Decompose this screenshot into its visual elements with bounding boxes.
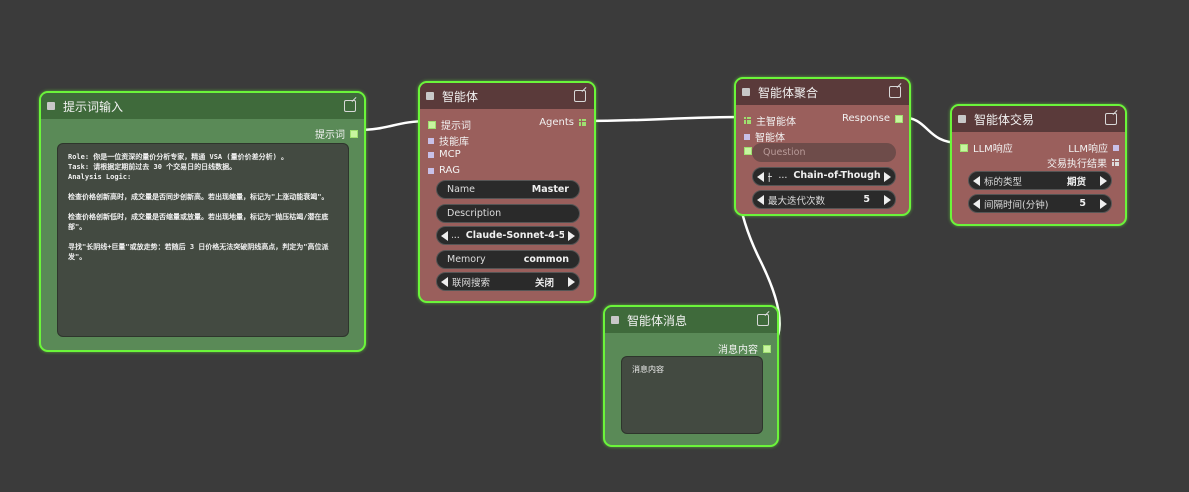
port-pin-icon[interactable] (744, 133, 750, 140)
node-header[interactable]: 智能体交易 (952, 106, 1125, 132)
edit-icon[interactable] (344, 100, 356, 112)
increment-arrow-icon[interactable] (884, 194, 891, 205)
agent-trade-node[interactable]: 智能体交易 LLM响应 LLM响应 交易执行结果 标的类型 期货 间隔时间(分钟… (950, 104, 1127, 226)
input-port-question[interactable] (744, 147, 752, 155)
output-port-prompt[interactable]: 提示词 (315, 126, 358, 141)
node-header[interactable]: 智能体聚合 (736, 79, 909, 105)
increment-arrow-icon[interactable] (1100, 198, 1107, 209)
name-field[interactable]: Name Master (436, 180, 580, 199)
target-type-select[interactable]: 标的类型 期货 (968, 171, 1112, 190)
agent-message-node[interactable]: 智能体消息 消息内容 消息内容 (603, 305, 779, 447)
decrement-arrow-icon[interactable] (757, 194, 764, 205)
port-label: Response (841, 113, 890, 124)
port-label: RAG (439, 165, 460, 176)
edit-icon[interactable] (757, 314, 769, 326)
input-port-rag[interactable]: RAG (428, 165, 460, 176)
port-label: 技能库 (439, 137, 469, 148)
port-label: 提示词 (315, 130, 345, 141)
node-title: 智能体消息 (627, 313, 688, 328)
prev-arrow-icon[interactable] (757, 171, 764, 182)
agent-node[interactable]: 智能体 提示词 技能库 MCP RAG Agents Name Master D… (418, 81, 596, 303)
memory-field[interactable]: Memory common (436, 250, 580, 269)
node-title: 智能体聚合 (758, 85, 819, 100)
port-grid-icon[interactable] (579, 119, 586, 126)
node-header[interactable]: 智能体 (420, 83, 594, 109)
max-iterations-stepper[interactable]: 最大迭代次数 5 (752, 190, 896, 209)
port-label: 智能体 (755, 133, 785, 144)
input-port-prompt[interactable]: 提示词 (428, 117, 471, 132)
prev-arrow-icon[interactable] (441, 276, 448, 287)
input-port-mcp[interactable]: MCP (428, 149, 461, 160)
port-pin-icon[interactable] (1113, 144, 1119, 151)
interval-stepper[interactable]: 间隔时间(分钟) 5 (968, 194, 1112, 213)
input-port-skills[interactable]: 技能库 (428, 133, 469, 148)
output-port-message[interactable]: 消息内容 (718, 341, 771, 356)
port-label: 主智能体 (756, 117, 796, 128)
port-label: LLM响应 (973, 144, 1013, 155)
edit-icon[interactable] (574, 90, 586, 102)
next-arrow-icon[interactable] (568, 276, 575, 287)
next-arrow-icon[interactable] (1100, 175, 1107, 186)
input-port-llm-response[interactable]: LLM响应 (960, 140, 1013, 155)
agent-aggregate-node[interactable]: 智能体聚合 主智能体 智能体 Response Question 计...Cha… (734, 77, 911, 216)
port-pin-icon[interactable] (744, 147, 752, 155)
message-textarea[interactable]: 消息内容 (621, 356, 763, 434)
input-port-main-agent[interactable]: 主智能体 (744, 113, 796, 128)
question-input[interactable]: Question (752, 143, 896, 162)
node-header[interactable]: 提示词输入 (41, 93, 364, 119)
edit-icon[interactable] (1105, 113, 1117, 125)
port-pin-icon[interactable] (428, 151, 434, 158)
port-label: MCP (439, 149, 461, 160)
model-select[interactable]: ...Claude-Sonnet-4-5 (436, 226, 580, 245)
output-port-trade-result[interactable]: 交易执行结果 (1047, 155, 1119, 170)
wire-agent-to-aggregate (581, 115, 747, 123)
prompt-textarea[interactable]: Role: 你是一位资深的量价分析专家，精通 VSA (量价价差分析) 。 Ta… (57, 143, 349, 337)
collapse-dot-icon[interactable] (611, 316, 619, 324)
collapse-dot-icon[interactable] (958, 115, 966, 123)
next-arrow-icon[interactable] (884, 171, 891, 182)
port-label: LLM响应 (1068, 144, 1108, 155)
port-label: 交易执行结果 (1047, 159, 1107, 170)
port-pin-icon[interactable] (763, 344, 771, 353)
edit-icon[interactable] (889, 86, 901, 98)
port-grid-icon[interactable] (744, 117, 751, 124)
port-pin-icon[interactable] (350, 129, 358, 138)
web-search-toggle[interactable]: 联网搜索 关闭 (436, 272, 580, 291)
collapse-dot-icon[interactable] (47, 102, 55, 110)
port-grid-icon[interactable] (1112, 159, 1119, 166)
description-field[interactable]: Description (436, 204, 580, 223)
port-pin-icon[interactable] (895, 114, 903, 123)
input-port-agent[interactable]: 智能体 (744, 129, 785, 144)
node-header[interactable]: 智能体消息 (605, 307, 777, 333)
port-pin-icon[interactable] (428, 120, 436, 129)
prev-arrow-icon[interactable] (973, 175, 980, 186)
prompt-input-node[interactable]: 提示词输入 提示词 Role: 你是一位资深的量价分析专家，精通 VSA (量价… (39, 91, 366, 352)
node-title: 智能体交易 (974, 112, 1035, 127)
decrement-arrow-icon[interactable] (973, 198, 980, 209)
output-port-llm-response[interactable]: LLM响应 (1068, 140, 1119, 155)
output-port-agents[interactable]: Agents (539, 117, 586, 128)
port-label: 消息内容 (718, 345, 758, 356)
plan-select[interactable]: 计...Chain-of-Thought (752, 167, 896, 186)
port-label: Agents (539, 117, 574, 128)
port-label: 提示词 (441, 121, 471, 132)
node-title: 智能体 (442, 89, 479, 104)
port-pin-icon[interactable] (960, 143, 968, 152)
port-pin-icon[interactable] (428, 167, 434, 174)
node-title: 提示词输入 (63, 99, 124, 114)
collapse-dot-icon[interactable] (742, 88, 750, 96)
output-port-response[interactable]: Response (842, 113, 903, 124)
port-pin-icon[interactable] (428, 137, 434, 144)
collapse-dot-icon[interactable] (426, 92, 434, 100)
next-arrow-icon[interactable] (568, 230, 575, 241)
prev-arrow-icon[interactable] (441, 230, 448, 241)
